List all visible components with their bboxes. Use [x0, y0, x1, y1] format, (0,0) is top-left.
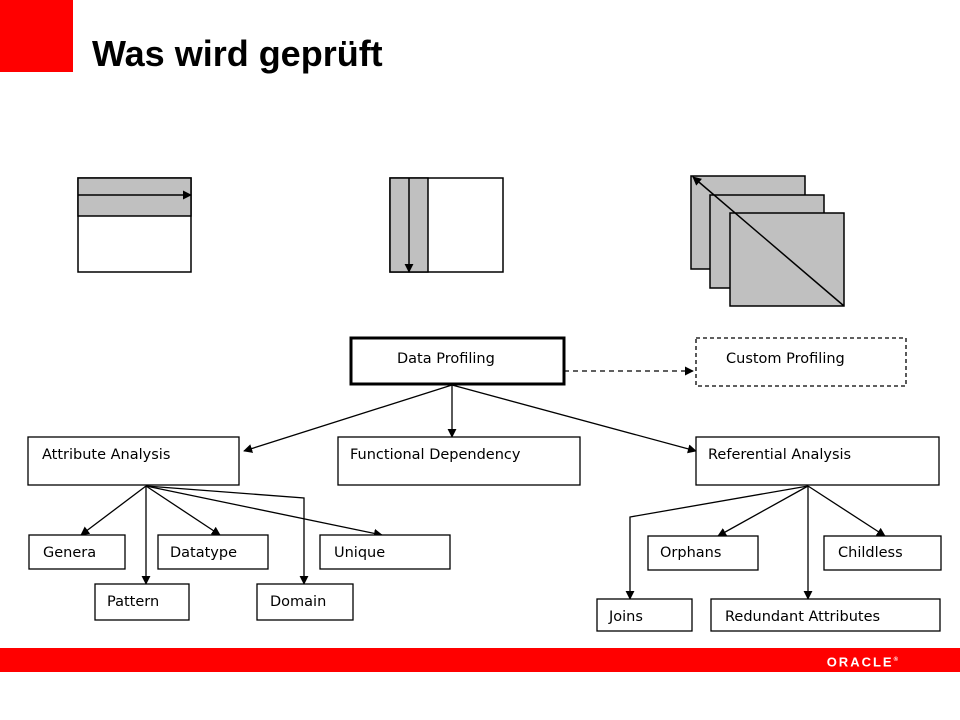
referential-connectors	[625, 485, 886, 600]
node-childless-label: Childless	[838, 545, 903, 561]
attribute-connectors	[80, 485, 383, 585]
node-joins-label: Joins	[608, 609, 643, 625]
node-orphans-label: Orphans	[660, 545, 721, 561]
trademark-mark: ®	[893, 657, 898, 663]
node-custom-profiling-label: Custom Profiling	[726, 351, 845, 367]
column-analysis-icon	[389, 177, 504, 273]
footer-bar	[0, 648, 960, 672]
node-redundant-attributes: Redundant Attributes	[710, 598, 941, 632]
node-datatype-label: Datatype	[170, 545, 237, 561]
node-pattern: Pattern	[94, 583, 190, 621]
node-functional-dependency-label: Functional Dependency	[350, 447, 521, 463]
node-data-profiling-label: Data Profiling	[397, 351, 495, 367]
node-data-profiling: Data Profiling	[349, 336, 566, 386]
cross-table-analysis-icon	[690, 175, 845, 307]
red-corner-square	[0, 0, 73, 72]
oracle-logo-text: ORACLE	[826, 654, 894, 670]
node-referential-analysis-label: Referential Analysis	[708, 447, 851, 463]
node-general: Genera	[28, 534, 126, 570]
node-attribute-analysis: Attribute Analysis	[27, 436, 240, 486]
node-pattern-label: Pattern	[107, 594, 159, 610]
node-domain: Domain	[256, 583, 354, 621]
node-unique-label: Unique	[334, 545, 385, 561]
node-domain-label: Domain	[270, 594, 326, 610]
node-functional-dependency: Functional Dependency	[337, 436, 581, 486]
node-general-label: Genera	[43, 545, 96, 561]
oracle-logo: ORACLE®	[827, 651, 898, 671]
node-redundant-attributes-label: Redundant Attributes	[725, 609, 880, 625]
row-analysis-icon	[77, 177, 192, 273]
slide-title: Was wird geprüft	[92, 33, 383, 74]
node-attribute-analysis-label: Attribute Analysis	[42, 447, 170, 463]
node-datatype: Datatype	[157, 534, 269, 570]
node-custom-profiling: Custom Profiling	[695, 337, 907, 387]
node-unique: Unique	[319, 534, 451, 570]
node-orphans: Orphans	[647, 535, 759, 571]
node-joins: Joins	[596, 598, 693, 632]
root-connectors	[243, 366, 697, 454]
node-childless: Childless	[823, 535, 942, 571]
node-referential-analysis: Referential Analysis	[695, 436, 940, 486]
